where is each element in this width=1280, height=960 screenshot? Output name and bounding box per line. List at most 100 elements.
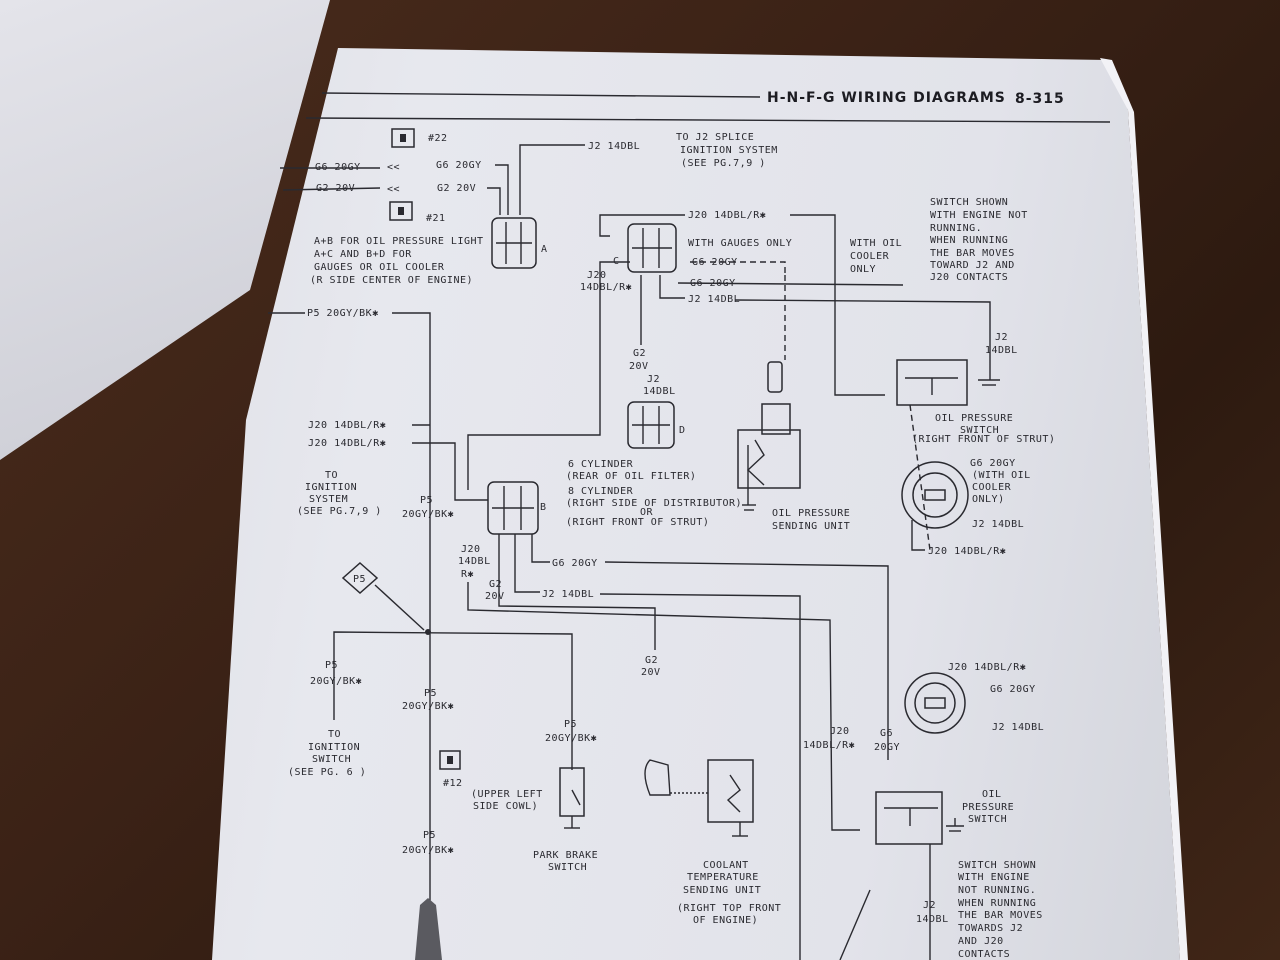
- note-to-ignition-system-3: SYSTEM: [309, 494, 348, 505]
- oil-switch-bottom-label-3: SWITCH: [968, 814, 1007, 825]
- wire-label-p5-lower-2: 20GY/BK✱: [402, 845, 454, 856]
- wire-label-j2-switch-top: J2: [995, 332, 1008, 343]
- splice-p5-label: P5: [353, 574, 366, 585]
- connector-arrow: <<: [387, 162, 400, 173]
- header-rule: [321, 92, 761, 98]
- coolant-sending-unit-location-2: OF ENGINE): [693, 915, 758, 926]
- svg-text:6 CYLINDER: 6 CYLINDER: [568, 459, 634, 470]
- svg-text:RUNNING.: RUNNING.: [930, 223, 982, 234]
- note-with-oil-cooler-2: COOLER: [850, 251, 890, 262]
- note-to-ignition-switch: TO: [328, 729, 341, 740]
- wire-label-p5-branch-left-2: 20GY/BK✱: [310, 676, 362, 687]
- wire-label-j20-left-a: J20 14DBL/R✱: [308, 420, 386, 431]
- wire-label-g6-round-top-3: COOLER: [972, 482, 1012, 493]
- coolant-temp-sending-unit-symbol: [644, 759, 754, 837]
- wire-label-g6-left: G6 20GY: [315, 162, 361, 173]
- wire-label-j2-d: J2: [647, 374, 660, 385]
- oil-switch-bottom-label-2: PRESSURE: [962, 802, 1014, 813]
- switch-note-bottom: SWITCH SHOWN WITH ENGINE NOT RUNNING. WH…: [958, 860, 1043, 960]
- wire-label-p5-mid: P5: [420, 495, 433, 506]
- note-connector-a: A+B FOR OIL PRESSURE LIGHT: [314, 236, 484, 247]
- oil-sender-locations: 6 CYLINDER (REAR OF OIL FILTER) 8 CYLIND…: [566, 459, 742, 528]
- note-upper-left-cowl: (UPPER LEFT: [471, 789, 543, 800]
- wire-label-g2-b: G2: [489, 579, 502, 590]
- connector-c: [627, 223, 677, 273]
- note-upper-left-cowl-2: SIDE COWL): [473, 801, 538, 812]
- connector-22-label: #22: [428, 133, 448, 144]
- wire-label-j2-lower: J2: [923, 900, 936, 911]
- wire-label-j2-b: J2 14DBL: [542, 589, 594, 600]
- svg-text:CONTACTS: CONTACTS: [958, 949, 1010, 960]
- oil-pressure-switch-label: OIL PRESSURE: [935, 413, 1013, 424]
- wire-label-j20-round-top: J20 14DBL/R✱: [928, 546, 1006, 557]
- wire-label-g6-right: G6 20GY: [436, 160, 482, 171]
- wire-label-g2-right: G2 20V: [437, 183, 476, 194]
- wire-label-j20-lower: J20: [830, 726, 850, 737]
- wire-label-p5-park: P5: [564, 719, 577, 730]
- svg-text:J20 CONTACTS: J20 CONTACTS: [930, 272, 1008, 283]
- header-underline: [305, 117, 1111, 123]
- oil-switch-bottom-label: OIL: [982, 789, 1002, 800]
- svg-text:NOT RUNNING.: NOT RUNNING.: [958, 885, 1036, 896]
- oil-pressure-switch-bottom: [875, 791, 964, 845]
- note-to-ignition-system-2: IGNITION: [305, 482, 357, 493]
- note-j2-splice: TO J2 SPLICE: [676, 132, 754, 143]
- oil-sending-unit-label-2: SENDING UNIT: [772, 521, 850, 532]
- coolant-sending-unit-location: (RIGHT TOP FRONT: [677, 903, 781, 914]
- svg-text:WITH ENGINE NOT: WITH ENGINE NOT: [930, 210, 1028, 221]
- wire-label-j20-b-3: R✱: [461, 569, 474, 580]
- svg-text:TOWARDS J2: TOWARDS J2: [958, 923, 1023, 934]
- svg-text:AND J20: AND J20: [958, 936, 1004, 947]
- svg-text:(REAR OF OIL FILTER): (REAR OF OIL FILTER): [566, 471, 696, 482]
- note-with-oil-cooler-3: ONLY: [850, 264, 876, 275]
- note-with-oil-cooler: WITH OIL: [850, 238, 902, 249]
- svg-text:THE BAR MOVES: THE BAR MOVES: [958, 910, 1043, 921]
- note-to-ignition-switch-2: IGNITION: [308, 742, 360, 753]
- wire-label-j2-d-2: 14DBL: [643, 386, 676, 397]
- note-connector-a-line4: (R SIDE CENTER OF ENGINE): [310, 275, 473, 286]
- park-brake-switch-label: PARK BRAKE: [533, 850, 598, 861]
- wire-label-g2-d: G2: [633, 348, 646, 359]
- wire-label-g6-round-top: G6 20GY: [970, 458, 1016, 469]
- page-title: H-N-F-G WIRING DIAGRAMS: [767, 90, 1006, 106]
- wire-label-g6-c2: G6 20GY: [690, 278, 736, 289]
- wire-label-p5-branch-mid-2: 20GY/BK✱: [402, 701, 454, 712]
- oil-pressure-switch-location: (RIGHT FRONT OF STRUT): [912, 434, 1055, 445]
- wire-label-g6-round-top-4: ONLY): [972, 494, 1005, 505]
- connector-12-symbol: [439, 750, 461, 770]
- switch-note-top: SWITCH SHOWN WITH ENGINE NOT RUNNING. WH…: [930, 197, 1028, 283]
- wire-label-g6-round-bottom: G6 20GY: [990, 684, 1036, 695]
- connector-22-symbol: [391, 128, 415, 148]
- round-connector-top: [901, 461, 969, 529]
- wire-label-g6-lower: G6: [880, 728, 893, 739]
- oil-pressure-sending-unit: [737, 361, 801, 511]
- wire-label-p5-park-2: 20GY/BK✱: [545, 733, 597, 744]
- wire-label-g2-b-2: 20V: [485, 591, 505, 602]
- wire-label-j2-c: J2 14DBL: [688, 294, 740, 305]
- oil-pressure-switch-top: [896, 359, 1000, 406]
- svg-text:WHEN RUNNING: WHEN RUNNING: [958, 898, 1036, 909]
- svg-text:(RIGHT FRONT OF STRUT): (RIGHT FRONT OF STRUT): [566, 517, 709, 528]
- note-with-gauges-only: WITH GAUGES ONLY: [688, 238, 792, 249]
- note-to-ignition-switch-3: SWITCH: [312, 754, 351, 765]
- wire-label-j20-left-b: J20 14DBL/R✱: [308, 438, 386, 449]
- connector-21-symbol: [389, 201, 413, 221]
- note-j2-splice-line3: (SEE PG.7,9 ): [681, 158, 766, 169]
- svg-text:8 CYLINDER: 8 CYLINDER: [568, 486, 634, 497]
- note-to-ignition-switch-4: (SEE PG. 6 ): [288, 767, 366, 778]
- park-brake-switch-symbol: [559, 767, 585, 829]
- wire-label-j20-b-2: 14DBL: [458, 556, 491, 567]
- connector-d-label: D: [679, 425, 686, 436]
- wire-label-p5-mid-2: 20GY/BK✱: [402, 509, 454, 520]
- coolant-sending-unit-label-3: SENDING UNIT: [683, 885, 761, 896]
- wire-label-j20-b: J20: [461, 544, 481, 555]
- wire-label-j2-top: J2 14DBL: [588, 141, 640, 152]
- coolant-sending-unit-label: COOLANT: [703, 860, 749, 871]
- round-connector-bottom: [904, 672, 966, 734]
- connector-12-label: #12: [443, 778, 463, 789]
- wire-label-p5-lower: P5: [423, 830, 436, 841]
- connector-d: [627, 401, 675, 449]
- wire-label-g2-d-2: 20V: [629, 361, 649, 372]
